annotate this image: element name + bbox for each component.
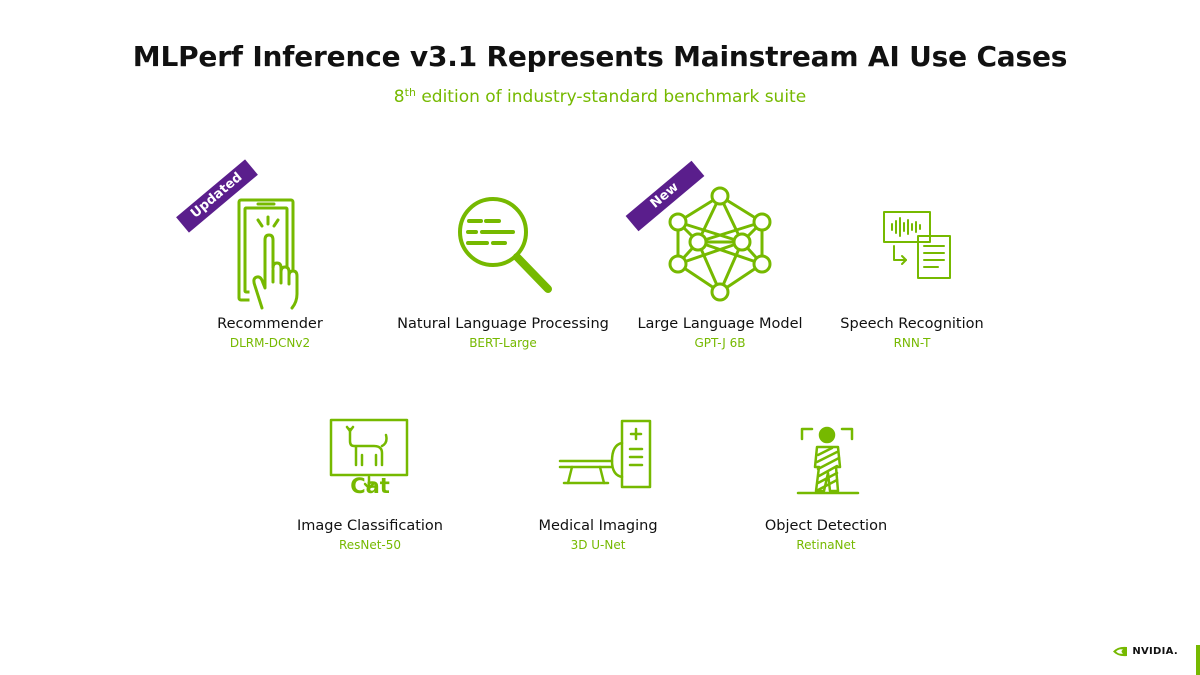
medical-scanner-icon bbox=[558, 419, 652, 489]
neural-network-icon bbox=[668, 186, 772, 302]
corner-accent-bar bbox=[1196, 645, 1200, 675]
workload-label: Large Language Model bbox=[637, 316, 803, 332]
nvidia-logo-text: NVIDIA. bbox=[1132, 646, 1178, 657]
workload-model: RNN-T bbox=[893, 336, 931, 350]
workload-model: BERT-Large bbox=[469, 336, 537, 350]
workload-model: RetinaNet bbox=[796, 538, 856, 552]
workload-speech-recognition: Speech Recognition RNN-T bbox=[792, 170, 1032, 360]
workload-model: DLRM-DCNv2 bbox=[229, 336, 311, 350]
magnifying-glass-text-icon bbox=[458, 197, 552, 293]
slide-subtitle: 8th edition of industry-standard benchma… bbox=[0, 86, 1200, 107]
workload-medical-imaging: Medical Imaging 3D U-Net bbox=[478, 400, 718, 560]
person-detection-icon bbox=[796, 426, 860, 495]
image-classification-icon bbox=[329, 418, 409, 490]
workload-image-classification: Cat Image Classification ResNet-50 bbox=[250, 400, 490, 560]
workload-large-language-model: New Large Language Model GPT-J 6B bbox=[600, 160, 840, 360]
workload-model: ResNet-50 bbox=[338, 538, 402, 552]
workload-label: Speech Recognition bbox=[840, 316, 984, 332]
touch-screen-hand-icon bbox=[237, 198, 299, 311]
workload-model: GPT-J 6B bbox=[694, 336, 746, 350]
nvidia-logo: NVIDIA. bbox=[1112, 646, 1178, 657]
slide-title: MLPerf Inference v3.1 Represents Mainstr… bbox=[132, 40, 1068, 73]
nvidia-eye-icon bbox=[1113, 646, 1128, 657]
audio-to-text-icon bbox=[883, 211, 951, 279]
workload-natural-language-processing: Natural Language Processing BERT-Large bbox=[383, 170, 623, 360]
workload-label: Object Detection bbox=[764, 518, 888, 534]
workload-model: 3D U-Net bbox=[570, 538, 626, 552]
subtitle-ordinal-suffix: th bbox=[404, 86, 416, 99]
workload-label: Recommender bbox=[217, 316, 323, 332]
workload-recommender: Updated Recommender DLRM-DCNv2 bbox=[150, 159, 390, 360]
subtitle-text: edition of industry-standard benchmark s… bbox=[415, 87, 807, 107]
workload-label: Image Classification bbox=[297, 518, 443, 534]
workload-label: Natural Language Processing bbox=[397, 316, 609, 332]
subtitle-edition-number: 8 bbox=[393, 87, 405, 107]
cat-text: Cat bbox=[350, 474, 390, 498]
workload-label: Medical Imaging bbox=[538, 518, 658, 534]
workload-object-detection: Object Detection RetinaNet bbox=[706, 400, 946, 560]
